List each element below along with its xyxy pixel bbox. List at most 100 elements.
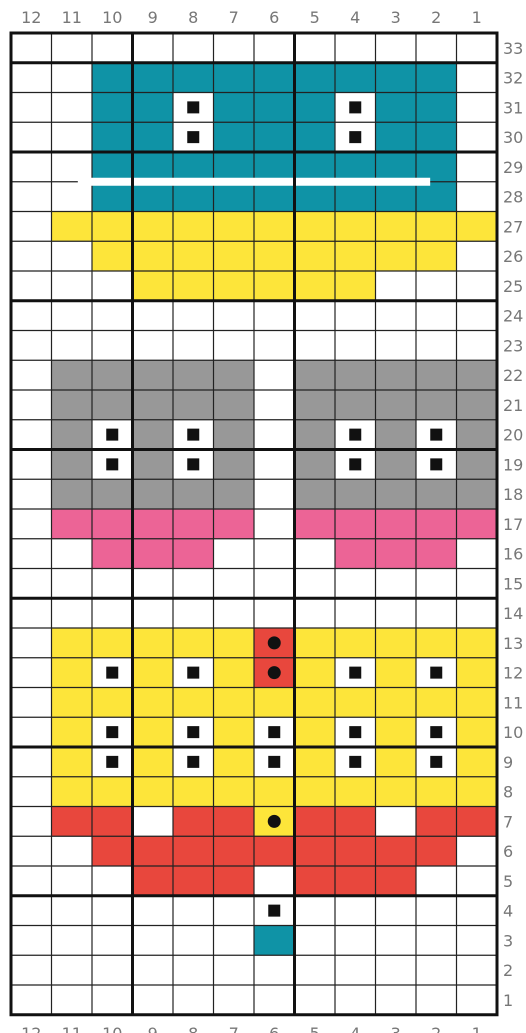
row-label: 13 bbox=[503, 634, 523, 653]
cell-r7-c11 bbox=[52, 807, 93, 837]
cell-r32-c1 bbox=[457, 63, 498, 93]
cell-r17-c1 bbox=[457, 509, 498, 539]
row-label: 19 bbox=[503, 455, 523, 474]
cell-r11-c8 bbox=[173, 688, 214, 718]
cell-r15-c4 bbox=[335, 569, 376, 599]
cell-r4-c7 bbox=[214, 896, 255, 926]
cell-r16-c2 bbox=[416, 539, 457, 569]
cell-r22-c4 bbox=[335, 360, 376, 390]
row-label: 26 bbox=[503, 247, 523, 266]
cell-r32-c3 bbox=[376, 63, 417, 93]
cell-r9-c1 bbox=[457, 747, 498, 777]
row-label: 5 bbox=[503, 872, 513, 891]
cell-r16-c9 bbox=[133, 539, 174, 569]
cell-r23-c8 bbox=[173, 331, 214, 361]
cell-r20-c1 bbox=[457, 420, 498, 450]
cell-r26-c11 bbox=[52, 241, 93, 271]
cell-r4-c8 bbox=[173, 896, 214, 926]
cell-r26-c9 bbox=[133, 241, 174, 271]
cell-r8-c1 bbox=[457, 777, 498, 807]
cell-r25-c2 bbox=[416, 271, 457, 301]
cell-r14-c2 bbox=[416, 598, 457, 628]
square-symbol bbox=[268, 726, 280, 738]
cell-r28-c5 bbox=[295, 182, 336, 212]
cell-r7-c2 bbox=[416, 807, 457, 837]
row-label: 4 bbox=[503, 902, 513, 921]
column-label-top: 1 bbox=[472, 8, 482, 27]
cell-r20-c9 bbox=[133, 420, 174, 450]
cell-r11-c1 bbox=[457, 688, 498, 718]
cell-r28-c6 bbox=[254, 182, 295, 212]
square-symbol bbox=[187, 429, 199, 441]
cell-r7-c1 bbox=[457, 807, 498, 837]
cell-r32-c2 bbox=[416, 63, 457, 93]
cell-r1-c9 bbox=[133, 985, 174, 1015]
cell-r30-c3 bbox=[376, 122, 417, 152]
cell-r5-c4 bbox=[335, 866, 376, 896]
column-label-bottom: 2 bbox=[431, 1024, 441, 1033]
cell-r28-c9 bbox=[133, 182, 174, 212]
column-label-top: 5 bbox=[310, 8, 320, 27]
cell-r22-c2 bbox=[416, 360, 457, 390]
cell-r28-c12 bbox=[11, 182, 52, 212]
square-symbol bbox=[430, 726, 442, 738]
cell-r31-c9 bbox=[133, 93, 174, 123]
column-label-bottom: 6 bbox=[269, 1024, 279, 1033]
cell-r10-c5 bbox=[295, 717, 336, 747]
column-labels-top: 121110987654321 bbox=[21, 8, 482, 27]
row-label: 22 bbox=[503, 366, 523, 385]
cell-r2-c12 bbox=[11, 955, 52, 985]
cell-r21-c10 bbox=[92, 390, 133, 420]
square-symbol bbox=[268, 905, 280, 917]
cell-r3-c4 bbox=[335, 926, 376, 956]
column-label-bottom: 8 bbox=[188, 1024, 198, 1033]
cell-r32-c9 bbox=[133, 63, 174, 93]
cell-r17-c12 bbox=[11, 509, 52, 539]
cell-r27-c6 bbox=[254, 212, 295, 242]
cell-r32-c4 bbox=[335, 63, 376, 93]
cell-r3-c3 bbox=[376, 926, 417, 956]
cell-r9-c12 bbox=[11, 747, 52, 777]
cell-r12-c12 bbox=[11, 658, 52, 688]
square-symbol bbox=[187, 131, 199, 143]
cell-r16-c11 bbox=[52, 539, 93, 569]
cell-r13-c8 bbox=[173, 628, 214, 658]
cell-r12-c7 bbox=[214, 658, 255, 688]
cell-r17-c7 bbox=[214, 509, 255, 539]
cell-r14-c5 bbox=[295, 598, 336, 628]
cell-r18-c6 bbox=[254, 479, 295, 509]
square-symbol bbox=[106, 667, 118, 679]
row-labels: 3332313029282726252423222120191817161514… bbox=[503, 39, 523, 1010]
cell-r27-c4 bbox=[335, 212, 376, 242]
cell-r19-c11 bbox=[52, 450, 93, 480]
cell-r12-c1 bbox=[457, 658, 498, 688]
cell-r8-c10 bbox=[92, 777, 133, 807]
cell-r3-c1 bbox=[457, 926, 498, 956]
cell-r8-c12 bbox=[11, 777, 52, 807]
cell-r28-c8 bbox=[173, 182, 214, 212]
cell-r31-c6 bbox=[254, 93, 295, 123]
column-label-top: 11 bbox=[62, 8, 82, 27]
square-symbol bbox=[106, 429, 118, 441]
cell-r6-c11 bbox=[52, 836, 93, 866]
cell-r6-c3 bbox=[376, 836, 417, 866]
cell-r16-c5 bbox=[295, 539, 336, 569]
cell-r14-c6 bbox=[254, 598, 295, 628]
cell-r17-c3 bbox=[376, 509, 417, 539]
cell-r7-c9 bbox=[133, 807, 174, 837]
cell-r28-c11 bbox=[52, 182, 93, 212]
cell-r21-c8 bbox=[173, 390, 214, 420]
cell-r22-c10 bbox=[92, 360, 133, 390]
row-label: 14 bbox=[503, 604, 523, 623]
cell-r26-c5 bbox=[295, 241, 336, 271]
cell-r18-c11 bbox=[52, 479, 93, 509]
cell-r2-c4 bbox=[335, 955, 376, 985]
cell-r3-c6 bbox=[254, 926, 295, 956]
cell-r11-c10 bbox=[92, 688, 133, 718]
cell-r8-c11 bbox=[52, 777, 93, 807]
cell-r22-c11 bbox=[52, 360, 93, 390]
cell-r27-c3 bbox=[376, 212, 417, 242]
cell-r19-c5 bbox=[295, 450, 336, 480]
cell-r22-c6 bbox=[254, 360, 295, 390]
column-label-top: 10 bbox=[102, 8, 122, 27]
